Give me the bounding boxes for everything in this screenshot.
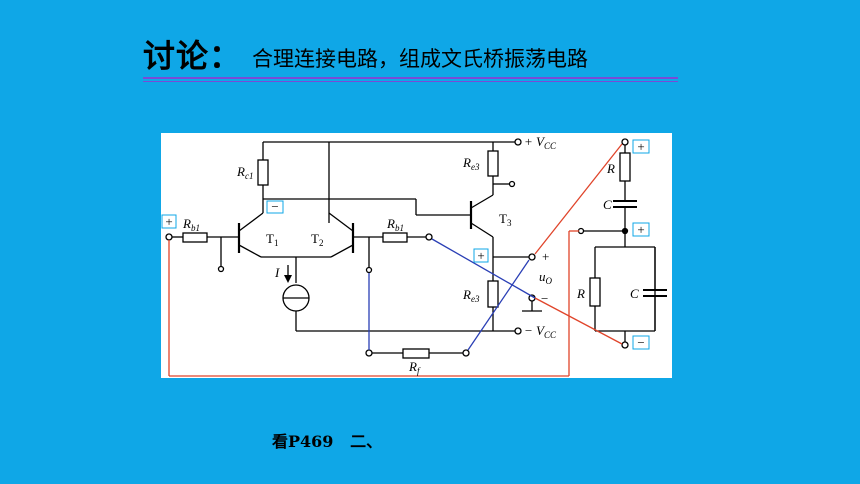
c-parallel-label: C [630, 286, 639, 301]
rf-left-terminal [365, 349, 373, 357]
rc-bottom-terminal [621, 341, 629, 349]
re3-top-label: Re3 [462, 155, 480, 172]
polarity-output-plus: + [473, 248, 489, 263]
rc-series-resistor [619, 152, 631, 182]
svg-text:−: − [637, 335, 644, 350]
rc-mid-terminal [577, 227, 585, 235]
vcc-pos-label: + VCC [524, 134, 557, 151]
polarity-net-mid-plus: + [632, 222, 650, 237]
current-arrow-head [284, 275, 292, 283]
re3-bottom-label: Re3 [462, 287, 480, 304]
rb1-left-resistor [182, 232, 208, 243]
uo-minus-label: − [541, 291, 548, 306]
title-underline-thin [143, 81, 678, 82]
polarity-collector-minus: − [266, 199, 284, 214]
r-parallel-label: R [576, 286, 585, 301]
svg-text:+: + [637, 139, 644, 154]
rb1-right-resistor [382, 232, 408, 243]
circuit-diagram: Rc1 Rb1 Rb1 T1 T2 T3 I Re3 Re3 Rf + VCC … [161, 133, 672, 378]
c-series-label: C [603, 197, 612, 212]
uo-plus-label: + [542, 249, 549, 264]
blue-wire-rf-output [467, 259, 530, 351]
rc-parallel-resistor [589, 277, 601, 307]
t2-label: T2 [311, 231, 323, 248]
r-series-label: R [606, 161, 615, 176]
vcc-neg-terminal [514, 327, 522, 335]
vcc-neg-label: − VCC [524, 323, 557, 340]
current-label: I [274, 265, 280, 280]
t1-label: T1 [266, 231, 278, 248]
rf-label: Rf [408, 359, 421, 376]
slide-title: 讨论： [143, 37, 243, 75]
t3-label: T3 [499, 211, 512, 228]
output-plus-terminal [528, 253, 536, 261]
red-wire-output-to-rc [534, 143, 623, 255]
re3-bottom-resistor [487, 280, 499, 308]
rb1-left-label: Rb1 [182, 216, 200, 233]
svg-text:+: + [165, 214, 172, 229]
slide-title-row: 讨论： 合理连接电路，组成文氏桥振荡电路 [143, 36, 588, 76]
rb1-right-terminal [425, 233, 433, 241]
title-underline [143, 77, 678, 79]
re3-top-resistor [487, 150, 499, 177]
rc1-resistor [257, 159, 269, 186]
blue-wire-rb1-ground [431, 238, 536, 299]
input-terminal [165, 233, 173, 241]
rf-resistor [402, 348, 430, 359]
slide-subtitle: 合理连接电路，组成文氏桥振荡电路 [252, 47, 589, 71]
uo-label: uO [539, 269, 553, 286]
vcc-pos-terminal [514, 138, 522, 146]
red-wire-ground-to-rc [534, 297, 623, 345]
polarity-net-bottom-minus: − [632, 335, 650, 350]
circuit-svg: Rc1 Rb1 Rb1 T1 T2 T3 I Re3 Re3 Rf + VCC … [161, 134, 667, 377]
rb1-right-label: Rb1 [386, 216, 404, 233]
rf-right-terminal [462, 349, 470, 357]
svg-text:+: + [477, 248, 484, 263]
rc-top-terminal [621, 138, 629, 146]
rc1-label: Rc1 [236, 164, 253, 181]
svg-text:−: − [271, 199, 278, 214]
svg-text:+: + [637, 222, 644, 237]
page-reference: 看P469 二、 [272, 432, 383, 451]
polarity-input-plus: + [161, 214, 177, 229]
polarity-net-top-plus: + [632, 139, 650, 154]
